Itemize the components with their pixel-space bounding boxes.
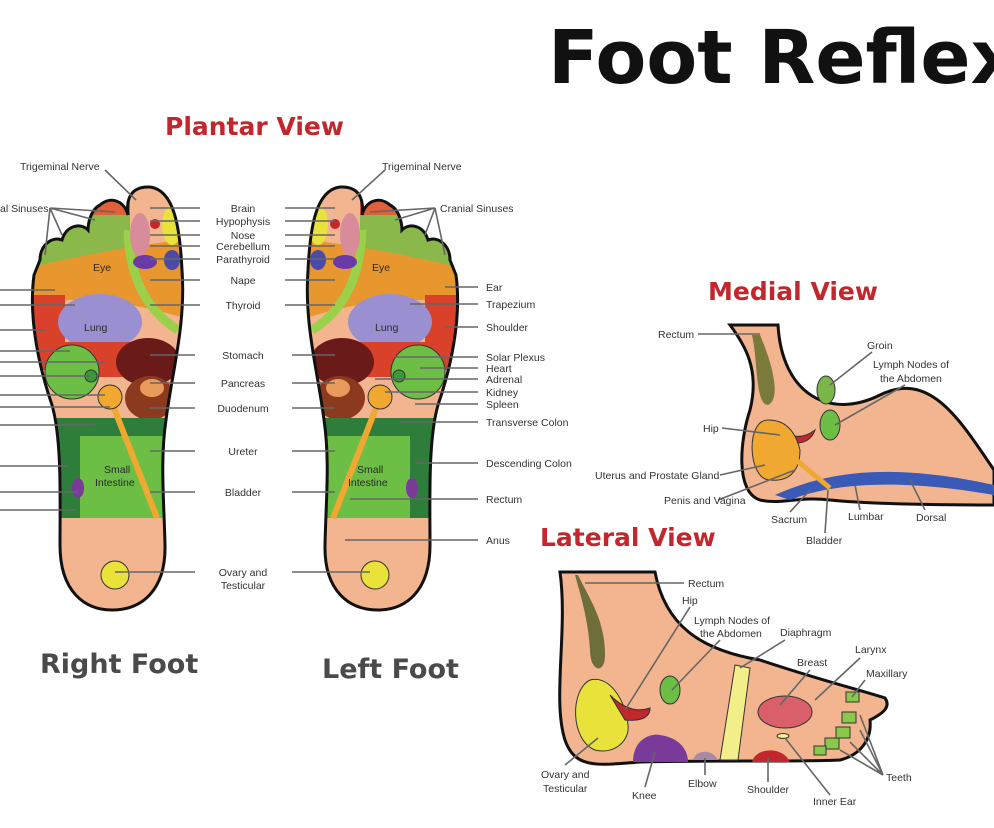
lateral-view-title: Lateral View	[540, 523, 716, 552]
zone-label: Stomach	[222, 350, 264, 362]
zone-label: Dorsal	[916, 512, 946, 524]
zone-label: Testicular	[543, 783, 588, 795]
leader-line	[624, 606, 691, 711]
leader-line	[854, 484, 861, 511]
zone-label: Uterus and Prostate Gland	[595, 470, 719, 482]
zone-label: Elbow	[688, 778, 717, 790]
zone-label: Cerebellum	[216, 241, 270, 253]
leader-line	[784, 737, 831, 796]
lung-zone-label: Lung	[375, 322, 399, 334]
zone-label: the Abdomen	[880, 373, 942, 385]
zone-label: Brain	[231, 203, 256, 215]
leader-line	[824, 489, 829, 534]
zone-label: Inner Ear	[813, 796, 857, 808]
eye-zone-label: Eye	[372, 262, 390, 274]
zone-label: Rectum	[486, 494, 522, 506]
zone-label: Thyroid	[225, 300, 260, 312]
leader-line	[851, 679, 866, 698]
zone-label: Shoulder	[747, 784, 790, 796]
plantar-view-title: Plantar View	[165, 112, 344, 141]
zone-label: Heart	[486, 363, 512, 375]
trigeminal-nerve-label: Trigeminal Nerve	[20, 161, 100, 173]
cranial-sinuses-label: Cranial Sinuses	[440, 203, 514, 215]
zone-label: Pancreas	[221, 378, 265, 390]
zone-label: Rectum	[688, 578, 724, 590]
leader-line	[719, 464, 766, 476]
zone-label: Hypophysis	[216, 216, 270, 228]
right-foot-label: Right Foot	[40, 649, 198, 680]
medial-foot	[727, 323, 994, 507]
zone-label: Spleen	[486, 399, 519, 411]
zone-label: Ear	[486, 282, 503, 294]
lung-zone-label: Lung	[84, 322, 108, 334]
leader-line	[721, 427, 781, 436]
zone-label: Descending Colon	[486, 458, 572, 470]
zone-label: Ovary and	[219, 567, 268, 579]
zone-label: Ovary and	[541, 769, 590, 781]
zone-label: Lumbar	[848, 511, 884, 523]
zone-label: Solar Plexus	[486, 352, 545, 364]
zone-label: Diaphragm	[780, 627, 832, 639]
zone-label: Anus	[486, 535, 510, 547]
zone-label: Bladder	[806, 535, 843, 547]
leader-line	[739, 639, 786, 669]
zone-label: Penis and Vagina	[664, 495, 746, 507]
zone-label: Testicular	[221, 580, 266, 592]
trigeminal-nerve-label: Trigeminal Nerve	[382, 161, 462, 173]
zone-label: Larynx	[855, 644, 887, 656]
leader-line	[644, 751, 656, 788]
medial-view-title: Medial View	[708, 277, 878, 306]
small-intestine-label: Intestine	[348, 477, 388, 489]
leader-line	[814, 657, 861, 701]
zone-label: Transverse Colon	[486, 417, 569, 429]
leader-line	[779, 669, 811, 706]
zone-label: Hip	[682, 595, 698, 607]
zone-label: Sacrum	[771, 514, 807, 526]
zone-label: Bladder	[225, 487, 262, 499]
leader-line	[839, 714, 884, 776]
main-title: Foot Reflexolo	[548, 15, 994, 101]
left-foot-label: Left Foot	[322, 654, 459, 685]
zone-label: Shoulder	[486, 322, 529, 334]
zone-label: Parathyroid	[216, 254, 270, 266]
zone-label: Teeth	[886, 772, 912, 784]
zone-label: Adrenal	[486, 374, 522, 386]
leader-line	[564, 737, 599, 766]
zone-label: Nose	[231, 230, 256, 242]
small-intestine-label: Intestine	[95, 477, 135, 489]
lateral-foot	[558, 570, 889, 766]
leader-line	[829, 351, 873, 386]
zone-label: Groin	[867, 340, 893, 352]
zone-label: Nape	[230, 275, 255, 287]
leader-line	[671, 639, 721, 691]
zone-label: Kidney	[486, 387, 519, 399]
small-intestine-label: Small	[357, 464, 383, 476]
left-foot-sole	[300, 180, 470, 610]
zone-label: Breast	[797, 657, 827, 669]
zone-label: Ureter	[228, 446, 258, 458]
zone-label: Maxillary	[866, 668, 908, 680]
zone-label: Rectum	[658, 329, 694, 341]
leader-line	[909, 479, 926, 511]
leader-line	[717, 469, 796, 501]
leader-line	[789, 489, 811, 513]
leader-line	[834, 384, 906, 426]
small-intestine-label: Small	[104, 464, 130, 476]
zone-label: Lymph Nodes of	[873, 359, 949, 371]
zone-label: Trapezium	[486, 299, 535, 311]
cranial-sinuses-label: al Sinuses	[0, 203, 48, 215]
eye-zone-label: Eye	[93, 262, 111, 274]
zone-label: Knee	[632, 790, 657, 802]
plantar-center-labels: BrainHypophysisNoseCerebellumParathyroid…	[115, 203, 370, 592]
zone-label: Hip	[703, 423, 719, 435]
zone-label: Lymph Nodes of	[694, 615, 770, 627]
zone-label: the Abdomen	[700, 628, 762, 640]
zone-label: Duodenum	[217, 403, 269, 415]
